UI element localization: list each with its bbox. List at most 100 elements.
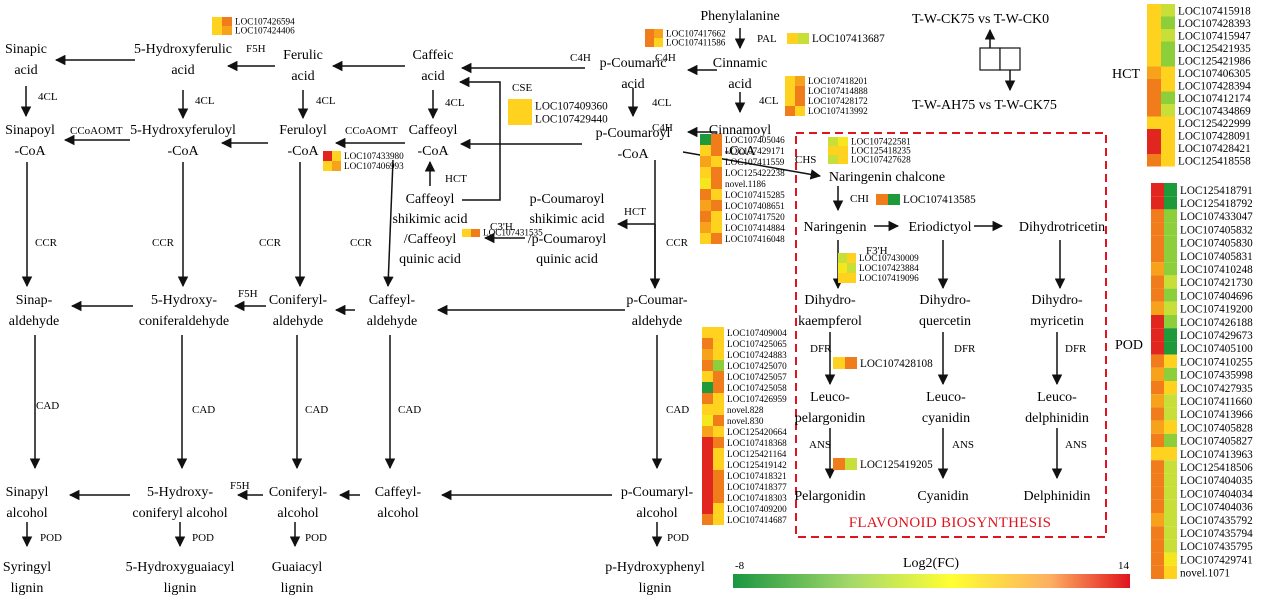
- gene-label: LOC107409004: [727, 328, 787, 338]
- gene-label: LOC125422999: [1178, 118, 1251, 130]
- node-line: Coniferyl-: [269, 485, 328, 500]
- heatmap-cell: [1151, 341, 1164, 355]
- node-line: acid: [621, 77, 644, 92]
- heatmap-side-label-pod: POD: [1115, 338, 1143, 353]
- node-feruloyl-coa: Feruloyl-CoA: [279, 123, 327, 159]
- node-line: cyanidin: [922, 411, 970, 426]
- heatmap-cell: [1161, 104, 1175, 117]
- gene-label: LOC107405828: [1180, 422, 1253, 434]
- gene-label: LOC107414687: [727, 515, 787, 525]
- enzyme-cad-a: CAD: [36, 400, 59, 412]
- node-line: -CoA: [417, 144, 449, 159]
- node-line: alcohol: [277, 506, 318, 521]
- gene-label: LOC125418792: [1180, 198, 1253, 210]
- gene-label: LOC107404034: [1180, 488, 1253, 500]
- heatmap-cell: [1164, 249, 1177, 263]
- heatmap-cell: [785, 76, 795, 86]
- heatmap-cell: [702, 382, 713, 393]
- heatmap-fcl: LOC107418201LOC107414888LOC107428172LOC1…: [785, 76, 868, 116]
- enzyme-fcl-c: 4CL: [445, 97, 465, 109]
- heatmap-cell: [1147, 41, 1161, 54]
- heatmap-cell: [1164, 539, 1177, 553]
- node-line: kaempferol: [798, 314, 862, 329]
- enzyme-c4h-a: C4H: [655, 52, 676, 64]
- heatmap-cell: [1147, 104, 1161, 117]
- heatmap-cell: [462, 229, 471, 237]
- heatmap-cell: [471, 229, 480, 237]
- heatmap-cell: [713, 514, 724, 525]
- node-sinapaldehyde: Sinap-aldehyde: [9, 293, 60, 329]
- node-line: Guaiacyl: [272, 560, 323, 575]
- enzyme-ccoaomt-a: CCoAOMT: [345, 125, 398, 137]
- enzyme-ans-a: ANS: [809, 439, 831, 451]
- gene-label: LOC107425057: [727, 372, 787, 382]
- heatmap-cell: [711, 189, 722, 200]
- node-line: quercetin: [919, 314, 971, 329]
- node-naringenin: Naringenin: [804, 220, 867, 235]
- heatmap-cell: [1147, 154, 1161, 167]
- gene-label: LOC107405100: [1180, 343, 1253, 355]
- heatmap-cell: [1151, 381, 1164, 395]
- heatmap-cell: [713, 470, 724, 481]
- heatmap-cell: [700, 222, 711, 233]
- heatmap-cell: [702, 470, 713, 481]
- legend-cell-right: [999, 47, 1021, 71]
- heatmap-cell: [654, 29, 663, 38]
- heatmap-cell: [1164, 460, 1177, 474]
- enzyme-pal: PAL: [757, 33, 777, 45]
- node-dihydrotricetin: Dihydrotricetin: [1019, 220, 1105, 235]
- heatmap-cell: [1151, 209, 1164, 223]
- gene-label: LOC107426594: [235, 16, 295, 26]
- gene-label: LOC125422238: [725, 168, 785, 178]
- heatmap-cell: [1147, 54, 1161, 67]
- node-line: p-Hydroxyphenyl: [605, 560, 705, 575]
- heatmap-cell: [795, 96, 805, 106]
- node-line: Naringenin: [804, 220, 867, 235]
- heatmap-cell: [713, 415, 724, 426]
- node-line: Caffeyl-: [369, 293, 416, 308]
- heatmap-cell: [654, 38, 663, 47]
- gene-label: LOC107425065: [727, 339, 787, 349]
- gene-label: LOC107414888: [808, 86, 868, 96]
- gene-label: LOC107418321: [727, 471, 787, 481]
- heatmap-cell: [1147, 66, 1161, 79]
- gene-label: LOC107435795: [1180, 541, 1253, 553]
- heatmap-cell: [1161, 129, 1175, 142]
- gene-label: LOC107405831: [1180, 251, 1253, 263]
- heatmap-cell: [828, 146, 838, 155]
- heatmap-cell: [1164, 354, 1177, 368]
- gene-label: LOC107415947: [1178, 30, 1251, 42]
- gene-label: LOC125419142: [727, 460, 787, 470]
- enzyme-ccr-d: CCR: [350, 237, 373, 249]
- node-line: Leuco-: [810, 390, 850, 405]
- heatmap-cell: [1164, 196, 1177, 210]
- node-line: 5-Hydroxyferulic: [134, 42, 232, 57]
- gene-label: LOC107404036: [1180, 502, 1253, 514]
- heatmap-cell: [645, 29, 654, 38]
- node-line: Caffeoyl: [406, 192, 455, 207]
- heatmap-cell: [847, 263, 856, 273]
- heatmap-cell: [1147, 116, 1161, 129]
- heatmap-cell: [702, 371, 713, 382]
- gene-label: novel.830: [727, 416, 764, 426]
- heatmap-cell: [700, 134, 711, 145]
- gene-label: LOC107411660: [1180, 396, 1253, 408]
- reaction-arrows: [20, 28, 1066, 548]
- gene-label: LOC107418201: [808, 76, 868, 86]
- node-line: Sinap-: [16, 293, 53, 308]
- gene-label: LOC107419096: [859, 273, 919, 283]
- node-line: Syringyl: [3, 560, 51, 575]
- heatmap-cell: [700, 156, 711, 167]
- node-dihydroquercetin: Dihydro-quercetin: [919, 293, 971, 329]
- node-coniferyl-alcohol: Coniferyl-alcohol: [269, 485, 328, 521]
- comparison-legend: T-W-CK75 vs T-W-CK0 T-W-AH75 vs T-W-CK75: [912, 12, 1057, 113]
- node-line: Leuco-: [1037, 390, 1077, 405]
- heatmap-chi: LOC107413585: [876, 194, 976, 206]
